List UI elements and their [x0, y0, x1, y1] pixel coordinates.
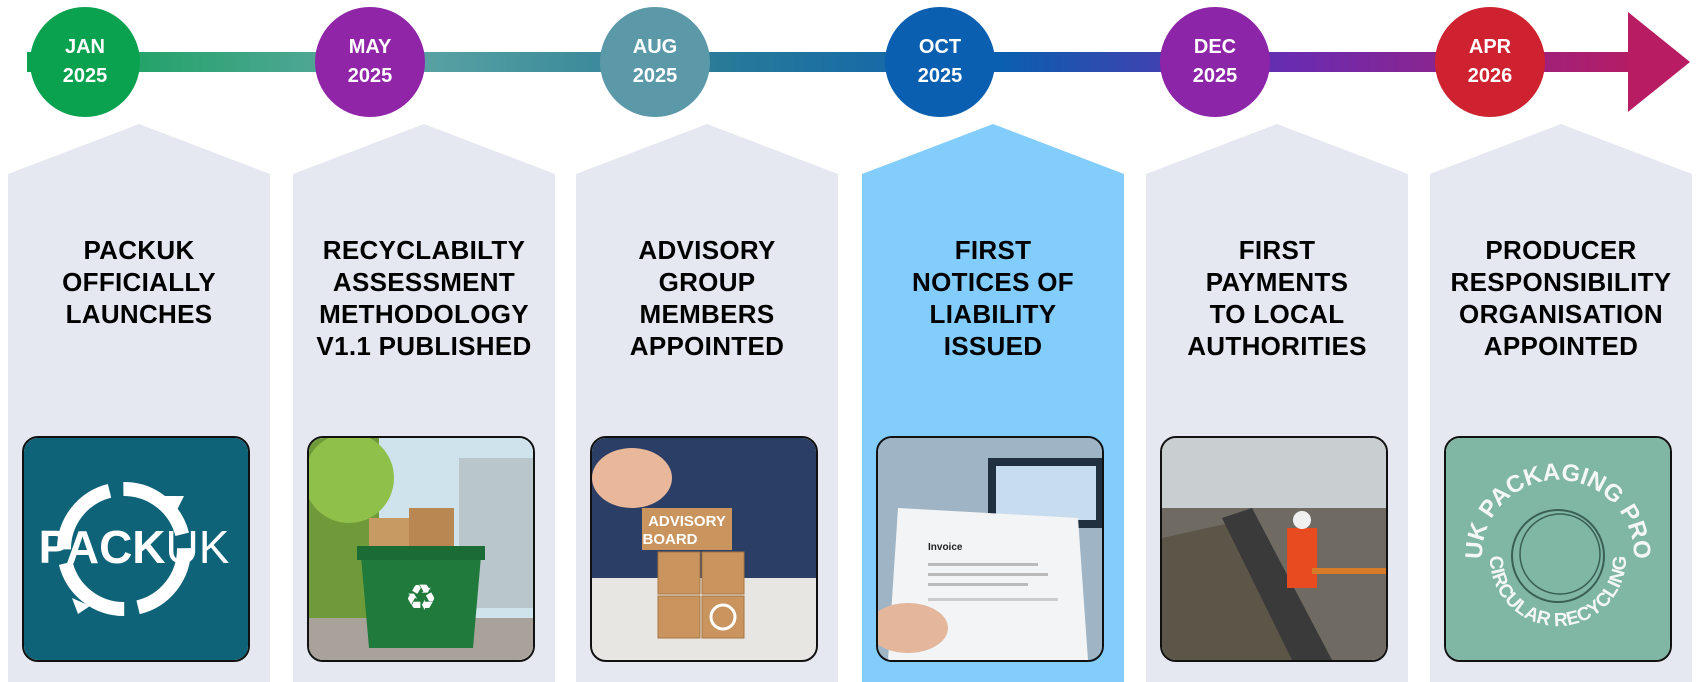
milestone-month: JAN: [64, 36, 105, 58]
timeline-arrowhead: [1628, 12, 1690, 112]
milestone-title-line: FIRST: [1238, 235, 1316, 265]
svg-text:ADVISORY: ADVISORY: [648, 513, 726, 530]
milestone-date-aug: AUG 2025: [600, 7, 710, 117]
milestone-year: 2025: [347, 65, 393, 87]
milestone-title-line: TO LOCAL: [1209, 299, 1345, 329]
svg-text:♻: ♻: [405, 577, 437, 618]
advisory-board-blocks-photo: ADVISORY BOARD: [590, 436, 818, 662]
milestone-year: 2025: [917, 65, 963, 87]
milestone-title-line: ISSUED: [943, 331, 1043, 361]
milestone-title-line: ORGANISATION: [1459, 299, 1663, 329]
milestone-month: DEC: [1193, 36, 1237, 58]
milestone-title-line: PAYMENTS: [1205, 267, 1349, 297]
milestone-title-line: LIABILITY: [929, 299, 1057, 329]
recycling-bin-photo: ♻: [307, 436, 535, 662]
milestone-date-apr: APR 2026: [1435, 7, 1545, 117]
milestone-title-line: V1.1 PUBLISHED: [316, 331, 532, 361]
milestone-title-line: LAUNCHES: [65, 299, 213, 329]
milestone-month: APR: [1468, 36, 1512, 58]
milestone-year: 2025: [1192, 65, 1238, 87]
milestone-month: OCT: [918, 36, 962, 58]
svg-text:BOARD: BOARD: [643, 531, 698, 548]
milestone-title-line: AUTHORITIES: [1187, 331, 1367, 361]
packuk-logo: PACKUK: [22, 436, 250, 662]
recycling-plant-photo: [1160, 436, 1388, 662]
milestone-title-line: FIRST: [954, 235, 1032, 265]
milestone-title-line: PRODUCER: [1485, 235, 1637, 265]
uk-packaging-pro-badge: UK PACKAGING PRO CIRCULAR RECYCLING: [1444, 436, 1672, 662]
milestone-title-line: OFFICIALLY: [62, 267, 216, 297]
packuk-bold-text: PACK: [39, 521, 166, 573]
milestone-title-line: PACKUK: [83, 235, 195, 265]
milestone-title-line: METHODOLOGY: [319, 299, 529, 329]
milestone-title-line: RESPONSIBILITY: [1450, 267, 1672, 297]
milestone-title-line: NOTICES OF: [912, 267, 1074, 297]
svg-text:Invoice: Invoice: [928, 542, 963, 553]
milestone-title-line: RECYCLABILTY: [322, 235, 526, 265]
milestone-date-jan: JAN 2025: [30, 7, 140, 117]
milestone-title-line: ADVISORY: [638, 235, 776, 265]
milestone-year: 2026: [1467, 65, 1513, 87]
milestone-year: 2025: [632, 65, 678, 87]
timeline-bar: [27, 52, 1647, 72]
milestone-title-line: APPOINTED: [629, 331, 785, 361]
milestone-date-may: MAY 2025: [315, 7, 425, 117]
milestone-title-line: GROUP: [658, 267, 756, 297]
packuk-light-text: UK: [166, 521, 230, 573]
milestone-title-line: ASSESSMENT: [332, 267, 516, 297]
milestone-month: AUG: [632, 36, 678, 58]
milestone-date-dec: DEC 2025: [1160, 7, 1270, 117]
milestone-year: 2025: [62, 65, 108, 87]
svg-text:PACKUK: PACKUK: [39, 521, 230, 573]
milestone-date-oct: OCT 2025: [885, 7, 995, 117]
milestone-title-line: MEMBERS: [639, 299, 775, 329]
milestone-title-line: APPOINTED: [1483, 331, 1639, 361]
milestone-month: MAY: [348, 36, 392, 58]
invoice-photo: Invoice: [876, 436, 1104, 662]
